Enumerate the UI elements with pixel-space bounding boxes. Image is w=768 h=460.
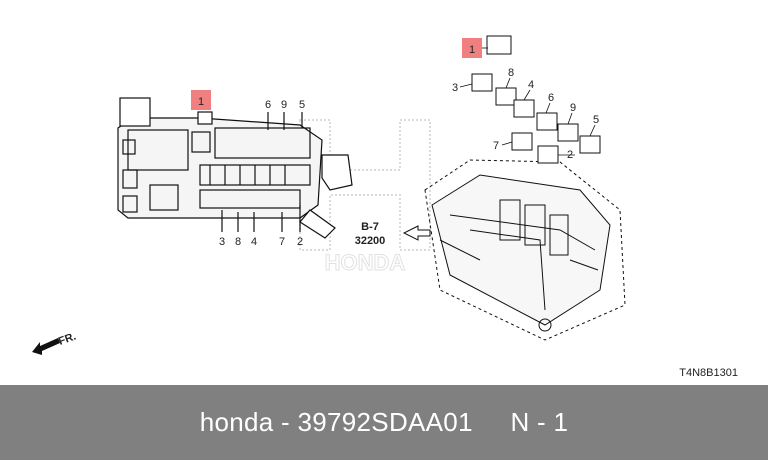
callout-r-4: 4: [528, 79, 534, 91]
callout-r-6: 6: [548, 92, 554, 104]
relay-3: [471, 73, 493, 92]
callout-relay-1: 1: [469, 44, 475, 56]
relay-6: [536, 112, 558, 131]
callout-bot-2: 2: [297, 236, 303, 248]
relay-9: [557, 123, 579, 142]
callout-top-9: 9: [281, 99, 287, 111]
callout-bot-4: 4: [251, 236, 257, 248]
callout-r-9: 9: [570, 102, 576, 114]
callout-box-1: 1: [198, 96, 204, 108]
callout-r-8: 8: [508, 67, 514, 79]
relay-5: [579, 135, 601, 154]
callout-labels: 1 1 6 9 5 3 8 4 7 2 3 8 4 6 9 5 7 2: [198, 44, 599, 248]
callout-top-6: 6: [265, 99, 271, 111]
callout-bot-7: 7: [279, 236, 285, 248]
footer-bar: honda - 39792SDAA01 N - 1: [0, 385, 768, 460]
callout-box-1-bg: [191, 90, 211, 110]
ref-section: B-7: [361, 221, 379, 233]
front-label: FR.: [57, 330, 78, 347]
callout-bot-3: 3: [219, 236, 225, 248]
callout-r-3: 3: [452, 82, 458, 94]
relay-4: [513, 99, 535, 118]
callout-r-2: 2: [567, 149, 573, 161]
callout-relay-1-bg: [462, 38, 482, 58]
relay-7: [511, 132, 533, 151]
fuse-box-exploded: [424, 159, 626, 341]
callout-r-5: 5: [593, 114, 599, 126]
callout-top-5: 5: [299, 99, 305, 111]
part-number-caption: honda - 39792SDAA01 N - 1: [199, 407, 569, 437]
callout-bot-8: 8: [235, 236, 241, 248]
watermark-text: HONDA: [325, 250, 406, 275]
callout-r-7: 7: [493, 140, 499, 152]
front-arrow: FR.: [32, 330, 78, 355]
reference-arrow: B-7 32200: [355, 221, 431, 247]
fuse-box-installed: [117, 97, 353, 239]
relay-2: [537, 145, 559, 164]
drawing-code: T4N8B1301: [679, 367, 738, 379]
ref-number: 32200: [355, 235, 386, 247]
relay-set: [471, 35, 601, 164]
relay-8: [495, 87, 517, 106]
leader-lines: [459, 47, 596, 156]
relay-1: [486, 35, 512, 55]
parts-diagram: HONDA B-7 32200: [32, 35, 738, 379]
